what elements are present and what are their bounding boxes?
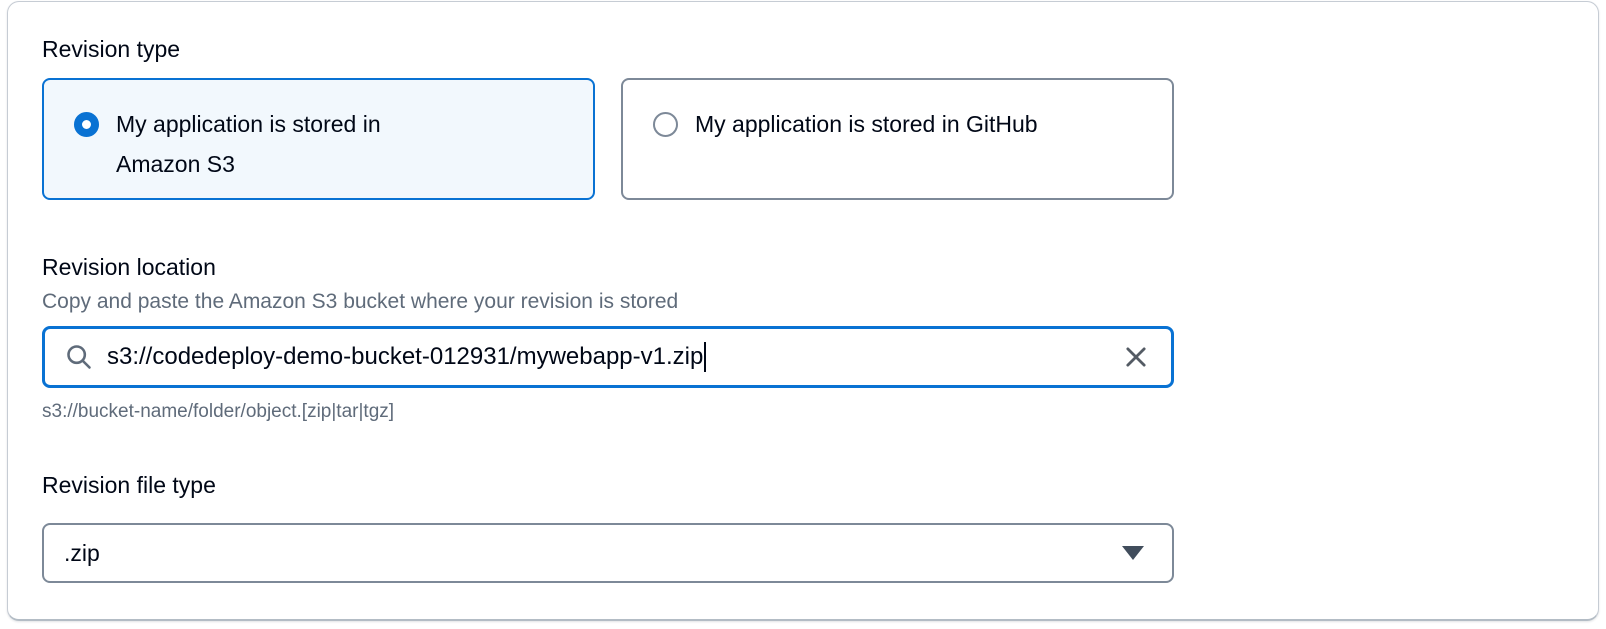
revision-file-type-value: .zip [64,539,100,566]
tile-github[interactable]: My application is stored in GitHub [621,78,1174,200]
form-panel: Revision type My application is stored i… [7,1,1599,621]
revision-location-input[interactable]: s3://codedeploy-demo-bucket-012931/myweb… [42,326,1174,388]
radio-github-unchecked[interactable] [653,112,678,137]
revision-location-value: s3://codedeploy-demo-bucket-012931/myweb… [107,343,704,370]
radio-amazon-s3-checked[interactable] [74,112,99,137]
revision-file-type-select[interactable]: .zip [42,523,1174,583]
revision-type-tiles: My application is stored in Amazon S3 My… [42,78,1174,200]
tile-amazon-s3[interactable]: My application is stored in Amazon S3 [42,78,595,200]
revision-file-type-label: Revision file type [42,472,216,498]
tile-github-label: My application is stored in GitHub [695,111,1038,137]
chevron-down-icon [1122,546,1144,560]
revision-location-label: Revision location [42,254,216,280]
search-icon [65,343,93,371]
tile-amazon-s3-label: My application is stored in Amazon S3 [116,111,381,177]
revision-location-constraint: s3://bucket-name/folder/object.[zip|tar|… [42,401,395,422]
revision-type-label: Revision type [42,36,181,62]
revision-location-description: Copy and paste the Amazon S3 bucket wher… [42,290,679,313]
clear-input-button[interactable] [1119,340,1153,374]
text-cursor [704,342,707,372]
close-icon [1122,343,1150,371]
